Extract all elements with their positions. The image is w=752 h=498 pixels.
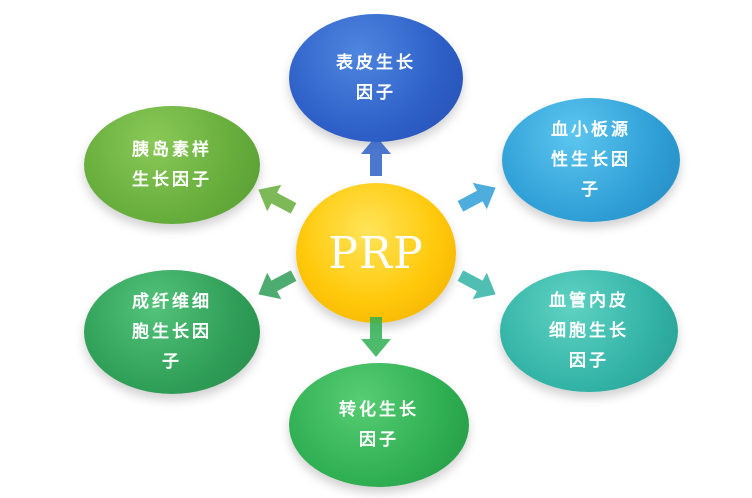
arrow-to-igf-icon	[251, 176, 300, 221]
node-tgf: 转化生长 因子	[289, 363, 469, 487]
arrow-to-fgf-icon	[251, 262, 300, 307]
node-igf-label: 胰岛素样 生长因子	[132, 140, 212, 190]
node-fgf: 成纤维细 胞生长因 子	[84, 270, 260, 394]
center-node-prp: PRP	[296, 183, 456, 323]
arrow-to-vegf-icon	[453, 262, 502, 307]
node-pdgf: 血小板源 性生长因 子	[502, 98, 680, 222]
node-egf: 表皮生长 因子	[289, 14, 463, 142]
node-vegf-label: 血管内皮 细胞生长 因子	[549, 291, 629, 371]
arrow-to-egf-icon	[361, 136, 391, 176]
node-igf: 胰岛素样 生长因子	[84, 106, 260, 224]
center-label: PRP	[328, 227, 424, 279]
node-vegf: 血管内皮 细胞生长 因子	[500, 270, 678, 392]
node-tgf-label: 转化生长 因子	[339, 400, 419, 450]
arrow-to-pdgf-icon	[453, 174, 502, 219]
node-egf-label: 表皮生长 因子	[336, 53, 416, 103]
node-fgf-label: 成纤维细 胞生长因 子	[132, 292, 212, 372]
node-pdgf-label: 血小板源 性生长因 子	[551, 120, 631, 200]
arrow-to-tgf-icon	[361, 317, 391, 357]
